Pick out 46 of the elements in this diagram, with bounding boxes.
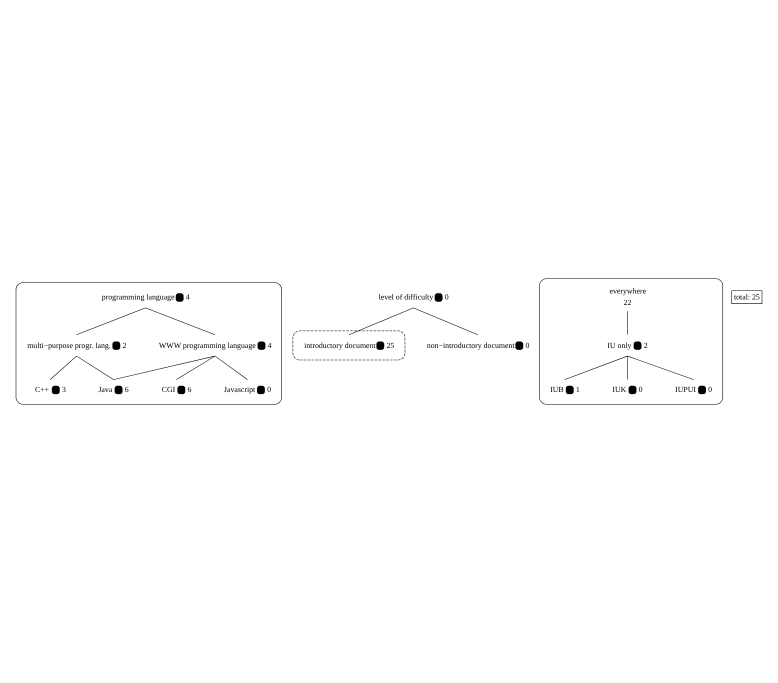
node-label: 2 [644,340,648,350]
node-label: 0 [638,385,643,394]
node-box: total: 25 [731,290,762,304]
node-label: 3 [62,385,66,394]
node-label: 6 [188,385,192,394]
connector [145,308,216,336]
node-label: Java [98,385,112,394]
node-label: level of difficulty [378,292,434,302]
node-label: 25 [386,340,394,350]
node-label: IU only [607,340,632,350]
node-label: 4 [186,292,190,302]
connector [348,308,414,336]
connector [176,356,216,380]
connector [564,356,628,380]
connector [214,356,248,380]
node-label: IUB [550,385,564,394]
node-label: non−introductory document [426,340,515,350]
node-label: multi−purpose progr. lang. [27,340,111,350]
node-label: 2 [122,340,126,350]
node-label: 4 [268,340,272,350]
cluster [16,282,282,405]
node-label: C++ [35,385,50,394]
connector [413,308,478,336]
connector [50,356,77,380]
connector [113,356,216,380]
node-label: programming language [102,292,175,302]
node-label: CGI [162,385,176,394]
node-label: 6 [124,385,129,394]
connector [627,356,628,380]
node-label: IUK [612,385,626,394]
node-label: 0 [444,292,449,302]
node-label: introductory document [304,340,376,350]
node-label: 0 [708,385,712,394]
node-text: everywhere [610,286,646,296]
node-label: WWW programming language [158,340,256,350]
connector [76,308,146,336]
node-label: 1 [576,385,580,394]
cluster [292,330,406,360]
node-label: 0 [267,385,272,394]
connector [76,356,114,380]
connector [627,356,694,380]
node-label: IUPUI [675,385,696,394]
cluster [539,278,724,405]
node-label: Javascript [224,385,256,394]
node-label: 22 [624,298,632,308]
node-label: 0 [525,340,530,350]
